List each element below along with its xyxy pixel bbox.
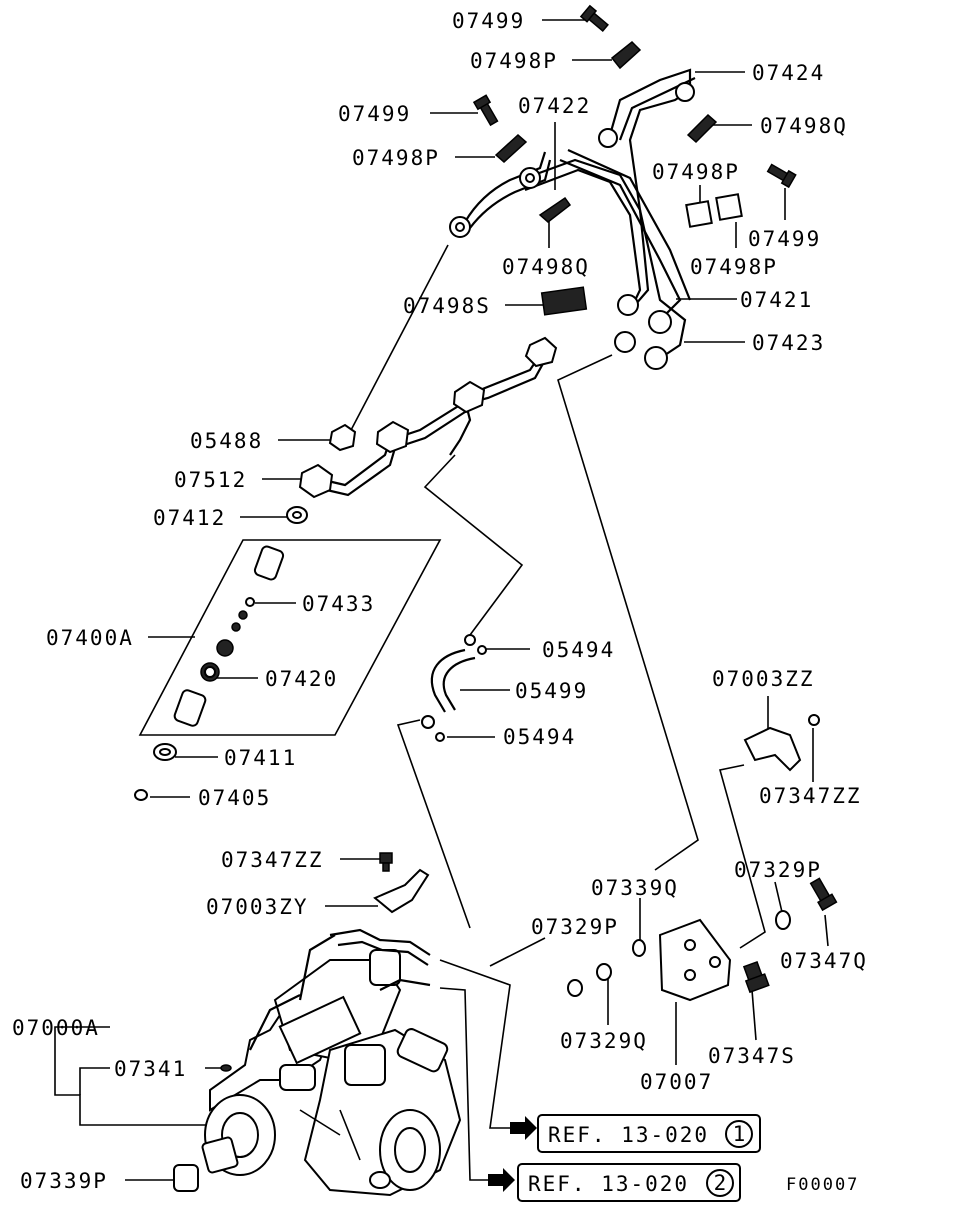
part-label-07347Q: 07347Q xyxy=(780,949,868,973)
part-label-07412: 07412 xyxy=(153,506,226,530)
part-label-07498P-left: 07498P xyxy=(352,146,440,170)
part-label-07000A: 07000A xyxy=(12,1016,100,1040)
part-label-05499: 05499 xyxy=(515,679,588,703)
part-label-07512: 07512 xyxy=(174,468,247,492)
part-label-07498S: 07498S xyxy=(403,294,491,318)
part-label-07339P: 07339P xyxy=(20,1169,108,1193)
part-label-07499-right: 07499 xyxy=(748,227,821,251)
part-label-07347ZZ-right: 07347ZZ xyxy=(759,784,862,808)
part-label-07411: 07411 xyxy=(224,746,297,770)
part-label-07007: 07007 xyxy=(640,1070,713,1094)
injection-pipes xyxy=(314,68,696,497)
part-label-07498P-top: 07498P xyxy=(470,49,558,73)
part-label-07420: 07420 xyxy=(265,667,338,691)
injection-pump xyxy=(201,928,462,1197)
hardware-parts xyxy=(134,4,838,1192)
part-label-07498Q-right: 07498Q xyxy=(760,114,848,138)
part-label-07499-left: 07499 xyxy=(338,102,411,126)
ref-box-1[interactable]: REF. 13-020 1 xyxy=(537,1114,761,1153)
part-label-07400A: 07400A xyxy=(46,626,134,650)
figure-code: F00007 xyxy=(786,1175,859,1195)
part-label-07347S: 07347S xyxy=(708,1044,796,1068)
part-label-07347ZZ-left: 07347ZZ xyxy=(221,848,324,872)
ref-arrow-2 xyxy=(488,1168,515,1192)
part-label-07329Q: 07329Q xyxy=(560,1029,648,1053)
ref-box-1-text: REF. 13-020 xyxy=(548,1123,709,1147)
part-label-07498Q-mid: 07498Q xyxy=(502,255,590,279)
ref-box-2-number: 2 xyxy=(714,1171,727,1195)
part-labels: 07499 07498P 07424 07499 07422 07498Q 07… xyxy=(12,9,868,1195)
ref-box-1-number: 1 xyxy=(733,1122,746,1146)
part-label-07341: 07341 xyxy=(114,1057,187,1081)
part-label-07498P-lower: 07498P xyxy=(690,255,778,279)
part-label-07003ZZ: 07003ZZ xyxy=(712,667,815,691)
ref-box-2[interactable]: REF. 13-020 2 xyxy=(517,1163,741,1202)
part-label-07339Q: 07339Q xyxy=(591,876,679,900)
part-label-07421: 07421 xyxy=(740,288,813,312)
part-label-07433: 07433 xyxy=(302,592,375,616)
part-label-07003ZY: 07003ZY xyxy=(206,895,309,919)
part-label-05494-bot: 05494 xyxy=(503,725,576,749)
part-label-07329P-right: 07329P xyxy=(734,858,822,882)
ref-arrow-1 xyxy=(510,1116,537,1140)
part-label-07499-top: 07499 xyxy=(452,9,525,33)
ref-box-2-text: REF. 13-020 xyxy=(528,1172,689,1196)
leader-lines xyxy=(54,19,829,1181)
part-label-07405: 07405 xyxy=(198,786,271,810)
part-label-07423: 07423 xyxy=(752,331,825,355)
part-label-07498P-right: 07498P xyxy=(652,160,740,184)
part-label-05488: 05488 xyxy=(190,429,263,453)
part-label-07424: 07424 xyxy=(752,61,825,85)
part-label-05494-top: 05494 xyxy=(542,638,615,662)
part-label-07422: 07422 xyxy=(518,94,591,118)
part-label-07329P-mid: 07329P xyxy=(531,915,619,939)
